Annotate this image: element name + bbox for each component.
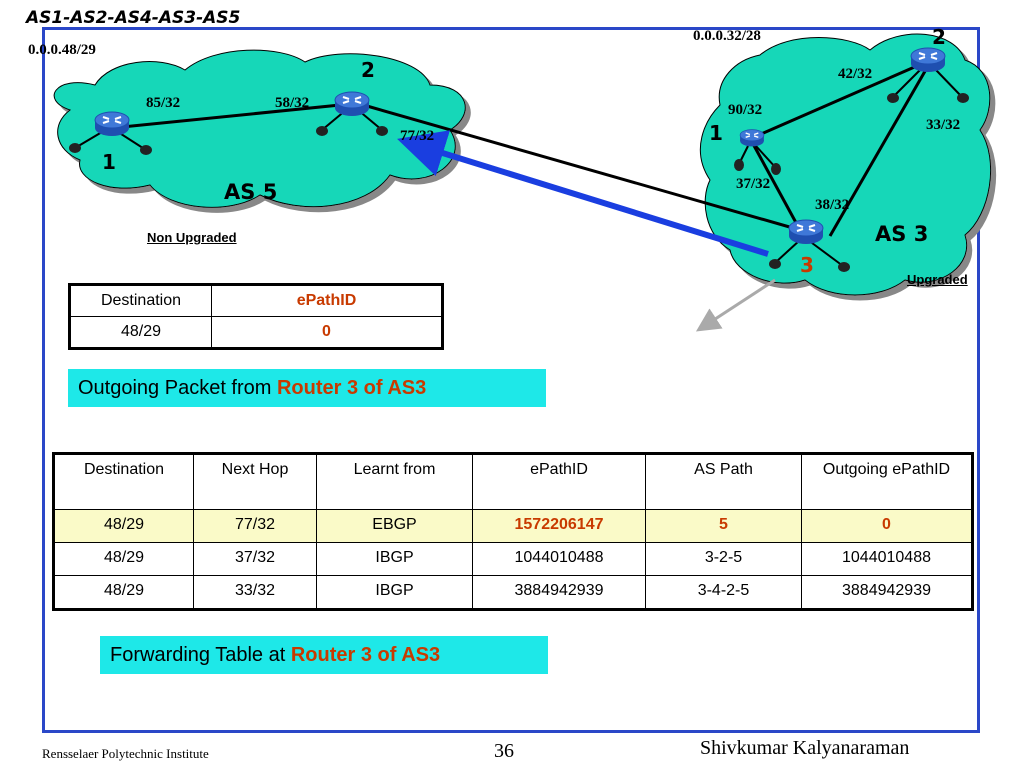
as5-prefix-label: 0.0.0.48/29 — [28, 42, 96, 58]
as3-status: Upgraded — [907, 272, 968, 287]
as3-router-2-number: 2 — [932, 25, 946, 49]
packet-arrow — [397, 130, 769, 257]
as3-addr-38: 38/32 — [815, 197, 850, 213]
packet-table: Destination ePathID 48/29 0 — [68, 283, 444, 350]
fwd-cell: 1572206147 — [472, 509, 646, 543]
fwd-header-next-hop: Next Hop — [193, 453, 317, 510]
as5-router-1 — [94, 111, 130, 137]
fwd-cell: 3-2-5 — [645, 542, 802, 576]
fwd-header-destination: Destination — [53, 453, 194, 510]
as3-addr-33: 33/32 — [926, 117, 961, 133]
fwd-cell: 3884942939 — [801, 575, 973, 610]
as5-router-1-number: 1 — [102, 150, 116, 174]
as3-router-3-number: 3 — [800, 253, 814, 277]
page-number: 36 — [494, 740, 514, 762]
as5-router-2-number: 2 — [361, 58, 375, 82]
fwd-header-outgoing-epathid: Outgoing ePathID — [801, 453, 973, 510]
packet-cell-epathid: 0 — [211, 316, 443, 349]
slide-title: AS1-AS2-AS4-AS3-AS5 — [26, 8, 241, 28]
fwd-cell: 1044010488 — [801, 542, 973, 576]
as5-status: Non Upgraded — [147, 230, 237, 245]
grey-arrow — [695, 278, 776, 332]
as3-name: AS 3 — [875, 222, 929, 246]
fwd-cell: 48/29 — [53, 542, 194, 576]
fwd-cell: 48/29 — [53, 575, 194, 610]
fwd-cell: 37/32 — [193, 542, 317, 576]
fwd-header-as-path: AS Path — [645, 453, 802, 510]
fwd-cell: 3884942939 — [472, 575, 646, 610]
forwarding-caption: Forwarding Table at Router 3 of AS3 — [100, 636, 548, 674]
packet-caption-prefix: Outgoing Packet from — [78, 377, 277, 399]
as3-router-2 — [910, 47, 946, 73]
as5-addr-77: 77/32 — [400, 128, 435, 144]
fwd-header-learnt-from: Learnt from — [316, 453, 473, 510]
fwd-cell: 77/32 — [193, 509, 317, 543]
packet-caption: Outgoing Packet from Router 3 of AS3 — [68, 369, 546, 407]
as3-router-1 — [739, 128, 765, 148]
table-row: 48/29 37/32 IBGP 1044010488 3-2-5 104401… — [53, 542, 973, 576]
slide-frame — [42, 27, 980, 733]
fwd-header-epathid: ePathID — [472, 453, 646, 510]
forwarding-caption-highlight: Router 3 of AS3 — [290, 644, 441, 666]
fwd-cell: 5 — [645, 509, 802, 543]
table-row: 48/29 77/32 EBGP 1572206147 5 0 — [53, 509, 973, 543]
fwd-cell: 48/29 — [53, 509, 194, 543]
fwd-cell: 1044010488 — [472, 542, 646, 576]
footer-author: Shivkumar Kalyanaraman — [700, 737, 910, 759]
fwd-cell: 0 — [801, 509, 973, 543]
fwd-cell: IBGP — [316, 575, 473, 610]
footer-institution: Rensselaer Polytechnic Institute — [42, 746, 209, 761]
forwarding-caption-prefix: Forwarding Table at — [110, 644, 291, 666]
as3-addr-90: 90/32 — [728, 102, 763, 118]
as3-cloud — [700, 33, 992, 296]
packet-header-epathid: ePathID — [211, 284, 443, 317]
as5-addr-85: 85/32 — [146, 95, 181, 111]
forwarding-table: Destination Next Hop Learnt from ePathID… — [52, 452, 974, 611]
fwd-cell: EBGP — [316, 509, 473, 543]
as3-addr-42: 42/32 — [838, 66, 873, 82]
as3-router-3 — [788, 219, 824, 245]
as3-addr-37: 37/32 — [736, 176, 771, 192]
as3-prefix-label: 0.0.0.32/28 — [693, 28, 761, 44]
packet-caption-highlight: Router 3 of AS3 — [276, 377, 427, 399]
as5-addr-58: 58/32 — [275, 95, 310, 111]
packet-header-destination: Destination — [69, 284, 212, 317]
fwd-cell: 33/32 — [193, 575, 317, 610]
fwd-cell: IBGP — [316, 542, 473, 576]
as3-router-1-number: 1 — [709, 121, 723, 145]
as5-router-2 — [334, 91, 370, 117]
table-row: 48/29 33/32 IBGP 3884942939 3-4-2-5 3884… — [53, 575, 973, 610]
fwd-cell: 3-4-2-5 — [645, 575, 802, 610]
as5-name: AS 5 — [224, 180, 278, 204]
packet-cell-destination: 48/29 — [69, 316, 212, 349]
